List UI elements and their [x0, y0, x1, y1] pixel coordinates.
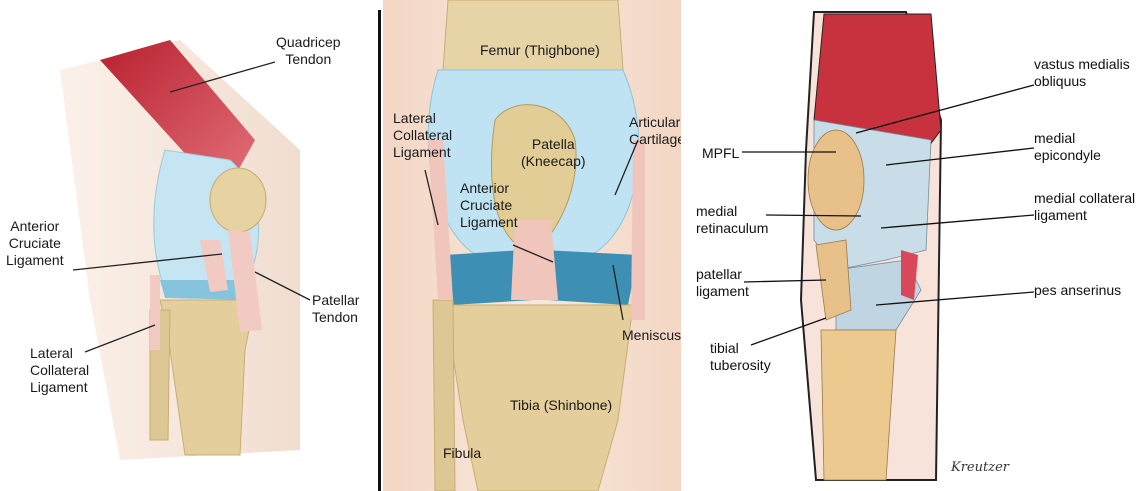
label-articular-cartilage: Articular Cartilage: [629, 114, 681, 148]
label-medial-epicondyle: medial epicondyle: [1034, 130, 1101, 164]
femur-shaft: [443, 0, 623, 70]
acl: [511, 220, 558, 300]
label-quadricep-tendon: Quadricep Tendon: [276, 34, 341, 68]
lcl-shape: [150, 275, 160, 350]
label-patellar-ligament: patellar ligament: [696, 266, 749, 300]
label-tibial-tuberosity: tibial tuberosity: [710, 340, 771, 374]
panel-divider: [378, 10, 381, 491]
label-medial-retinaculum: medial retinaculum: [696, 203, 768, 237]
side-view-panel: Quadricep Tendon Anterior Cruciate Ligam…: [0, 0, 378, 491]
label-pes-anserinus: pes anserinus: [1034, 282, 1121, 299]
label-medial-collateral-ligament: medial collateral ligament: [1034, 190, 1135, 224]
label-patellar-tendon: Patellar Tendon: [312, 292, 359, 326]
label-lateral-collateral-ligament: Lateral Collateral Ligament: [393, 110, 452, 161]
label-lateral-collateral-ligament: Lateral Collateral Ligament: [30, 345, 89, 396]
label-mpfl: MPFL: [702, 145, 739, 162]
front-view-panel: Femur (Thighbone) Articular Cartilage La…: [383, 0, 681, 491]
label-meniscus: Meniscus: [622, 327, 681, 344]
artist-signature: Kreutzer: [951, 460, 1009, 475]
medial-view-panel: vastus medialis obliquus MPFL medial epi…: [696, 0, 1143, 491]
medial-collateral-ligament: [631, 140, 645, 320]
patella-shape: [210, 168, 266, 232]
label-patella: Patella (Kneecap): [521, 136, 586, 170]
label-fibula: Fibula: [443, 445, 481, 462]
label-anterior-cruciate-ligament: Anterior Cruciate Ligament: [6, 218, 64, 269]
label-vastus-medialis-obliquus: vastus medialis obliquus: [1034, 56, 1130, 90]
label-anterior-cruciate-ligament: Anterior Cruciate Ligament: [460, 180, 518, 231]
fibula: [433, 300, 455, 491]
label-tibia: Tibia (Shinbone): [510, 397, 612, 414]
front-view-illustration: [383, 0, 681, 491]
label-femur: Femur (Thighbone): [480, 42, 600, 59]
tibia-shape: [821, 330, 896, 480]
